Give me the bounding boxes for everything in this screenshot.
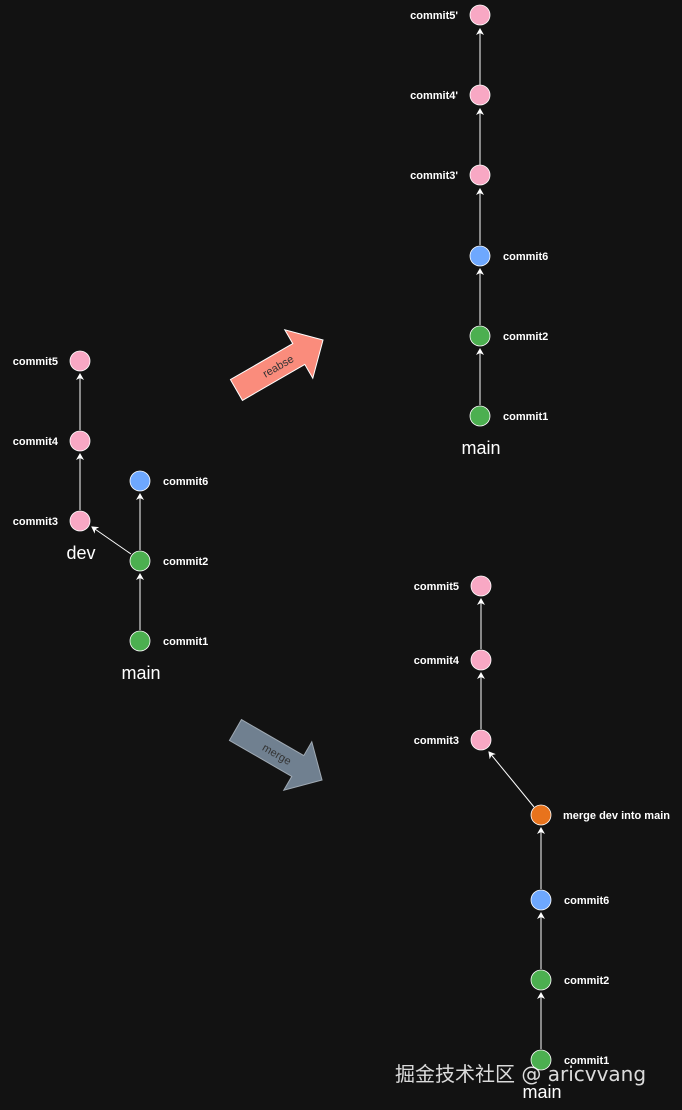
commit4-label: commit4 [13, 436, 59, 448]
merge-commit5-node [470, 575, 492, 597]
merge-commit1-label: commit1 [564, 1055, 609, 1067]
merge-commit2-node [530, 969, 552, 991]
commit2-node [129, 550, 151, 572]
merge-edge-merge-commit3 [488, 751, 535, 808]
merge-commit2-label: commit2 [564, 975, 609, 987]
merge-main-branch-label: main [522, 1082, 561, 1102]
merge-commit6-node [530, 889, 552, 911]
commit5-node [69, 350, 91, 372]
commit6-node [129, 470, 151, 492]
commit1-node [129, 630, 151, 652]
commit3-node [69, 510, 91, 532]
rebase-commit4p-node [469, 84, 491, 106]
rebase-commit2-label: commit2 [503, 331, 548, 343]
rebase-arrow-shape [229, 328, 324, 402]
rebase-arrow: reabse [229, 328, 324, 402]
commit2-label: commit2 [163, 556, 208, 568]
merge-commit5-label: commit5 [414, 581, 459, 593]
rebase-commit3p-node [469, 164, 491, 186]
commit3-label: commit3 [13, 516, 58, 528]
merge-commit1-node [530, 1049, 552, 1071]
merge-commit-label: merge dev into main [563, 810, 670, 822]
edge-commit2-commit3 [91, 526, 132, 555]
commit4-node [69, 430, 91, 452]
rebase-commit2-node [469, 325, 491, 347]
merge-arrow-shape [228, 718, 323, 792]
rebase-commit6-label: commit6 [503, 251, 548, 263]
merge-commit6-label: commit6 [564, 895, 609, 907]
merge-commit4-node [470, 649, 492, 671]
commit6-label: commit6 [163, 476, 208, 488]
main-branch-label: main [121, 663, 160, 683]
merge-commit3-label: commit3 [414, 735, 459, 747]
merge-commit4-label: commit4 [414, 655, 460, 667]
rebase-commit3p-label: commit3' [410, 170, 458, 182]
dev-branch-label: dev [66, 543, 95, 563]
watermark: 掘金技术社区 @ aricvvang [395, 1062, 647, 1086]
rebase-result-graph: commit1 commit2 commit6 commit3' commit4… [410, 4, 548, 458]
rebase-commit1-label: commit1 [503, 411, 548, 423]
rebase-commit5p-node [469, 4, 491, 26]
merge-commit3-node [470, 729, 492, 751]
merge-result-graph: commit1 commit2 commit6 merge dev into m… [414, 575, 670, 1102]
rebase-commit6-node [469, 245, 491, 267]
commit5-label: commit5 [13, 356, 58, 368]
before-graph: commit1 commit2 commit6 commit3 commit4 … [13, 350, 208, 683]
rebase-commit5p-label: commit5' [410, 10, 458, 22]
rebase-main-branch-label: main [461, 438, 500, 458]
commit1-label: commit1 [163, 636, 208, 648]
rebase-commit4p-label: commit4' [410, 90, 458, 102]
rebase-commit1-node [469, 405, 491, 427]
merge-commit-node [530, 804, 552, 826]
merge-arrow: merge [228, 718, 323, 792]
